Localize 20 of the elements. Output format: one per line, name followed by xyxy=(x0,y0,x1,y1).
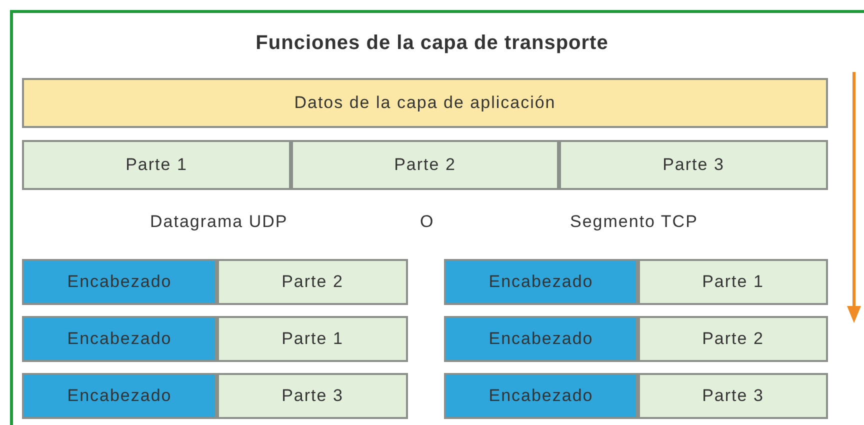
segment-box: Parte 2 xyxy=(217,259,408,305)
header-box: Encabezado xyxy=(22,259,217,305)
segment-box: Parte 3 xyxy=(559,140,828,190)
segment-box: Parte 2 xyxy=(291,140,559,190)
segment-box: Parte 1 xyxy=(217,316,408,362)
separator-label: O xyxy=(420,212,434,232)
segment-box: Parte 3 xyxy=(638,373,828,419)
diagram-title: Funciones de la capa de transporte xyxy=(254,32,610,55)
data-bar: Datos de la capa de aplicación xyxy=(22,78,828,128)
segment-box: Parte 2 xyxy=(638,316,828,362)
header-box: Encabezado xyxy=(444,259,638,305)
section-label: Segmento TCP xyxy=(570,212,698,232)
header-box: Encabezado xyxy=(444,373,638,419)
segment-box: Parte 1 xyxy=(638,259,828,305)
section-label: Datagrama UDP xyxy=(150,212,288,232)
segment-box: Parte 3 xyxy=(217,373,408,419)
segment-box: Parte 1 xyxy=(22,140,291,190)
header-box: Encabezado xyxy=(22,373,217,419)
header-box: Encabezado xyxy=(444,316,638,362)
header-box: Encabezado xyxy=(22,316,217,362)
